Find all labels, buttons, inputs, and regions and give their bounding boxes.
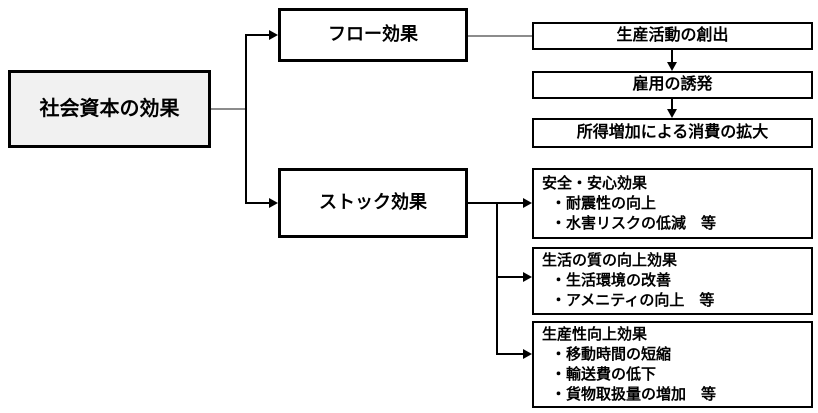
connector-stock-branch-2 [496, 276, 524, 278]
flow-effect-box: フロー効果 [278, 8, 468, 62]
connector-flow-chain-2 [671, 99, 673, 110]
stock-item-productivity-improvement: 生産性向上効果 ・移動時間の短縮 ・輸送費の低下 ・貨物取扱量の増加 等 [532, 321, 813, 408]
connector-root-stub [211, 108, 246, 110]
connector-to-flow-line [245, 34, 270, 36]
connector-flow-chain-1 [671, 50, 673, 63]
stock-item-bullet: ・アメニティの向上 等 [551, 292, 715, 309]
arrowhead-down-2 [667, 109, 677, 118]
flow-item-employment-inducement: 雇用の誘発 [532, 71, 813, 99]
flow-item-production-creation: 生産活動の創出 [532, 22, 813, 50]
arrowhead-into-stock-item-3 [523, 349, 532, 359]
stock-item-bullet: ・輸送費の低下 [551, 365, 657, 383]
arrowhead-into-stock-box [269, 198, 278, 208]
connector-stock-vertical [496, 202, 498, 355]
stock-item-bullet: ・生活環境の改善 [551, 272, 672, 289]
connector-branch-vertical [245, 34, 247, 204]
stock-item-title: 生産性向上効果 [542, 325, 648, 343]
flow-item-label: 生産活動の創出 [616, 27, 729, 45]
stock-item-bullet: ・水害リスクの低減 等 [551, 214, 717, 232]
connector-to-stock-line [245, 202, 270, 204]
flow-item-label: 所得増加による消費の拡大 [576, 124, 769, 142]
stock-item-bullet: ・移動時間の短縮 [551, 345, 672, 363]
stock-item-title: 生活の質の向上効果 [542, 252, 678, 269]
stock-effect-box: ストック効果 [278, 168, 468, 238]
stock-item-safety-security: 安全・安心効果 ・耐震性の向上 ・水害リスクの低減 等 [532, 168, 813, 239]
root-box-label: 社会資本の効果 [39, 98, 180, 120]
root-box-social-capital: 社会資本の効果 [8, 70, 211, 148]
arrowhead-down-1 [667, 62, 677, 71]
stock-item-bullet: ・耐震性の向上 [551, 194, 657, 212]
flow-item-consumption-expansion: 所得増加による消費の拡大 [532, 118, 813, 148]
connector-stock-branch-3 [496, 353, 524, 355]
connector-flow-stub [468, 35, 532, 37]
stock-item-bullet: ・貨物取扱量の増加 等 [551, 385, 717, 403]
arrowhead-into-flow-box [269, 30, 278, 40]
stock-effect-label: ストック効果 [319, 192, 427, 213]
flow-item-label: 雇用の誘発 [632, 76, 713, 94]
arrowhead-into-stock-item-1 [523, 198, 532, 208]
stock-item-quality-of-life: 生活の質の向上効果 ・生活環境の改善 ・アメニティの向上 等 [532, 247, 813, 315]
stock-item-title: 安全・安心効果 [542, 174, 648, 192]
arrowhead-into-stock-item-2 [523, 272, 532, 282]
flow-effect-label: フロー効果 [328, 24, 418, 45]
